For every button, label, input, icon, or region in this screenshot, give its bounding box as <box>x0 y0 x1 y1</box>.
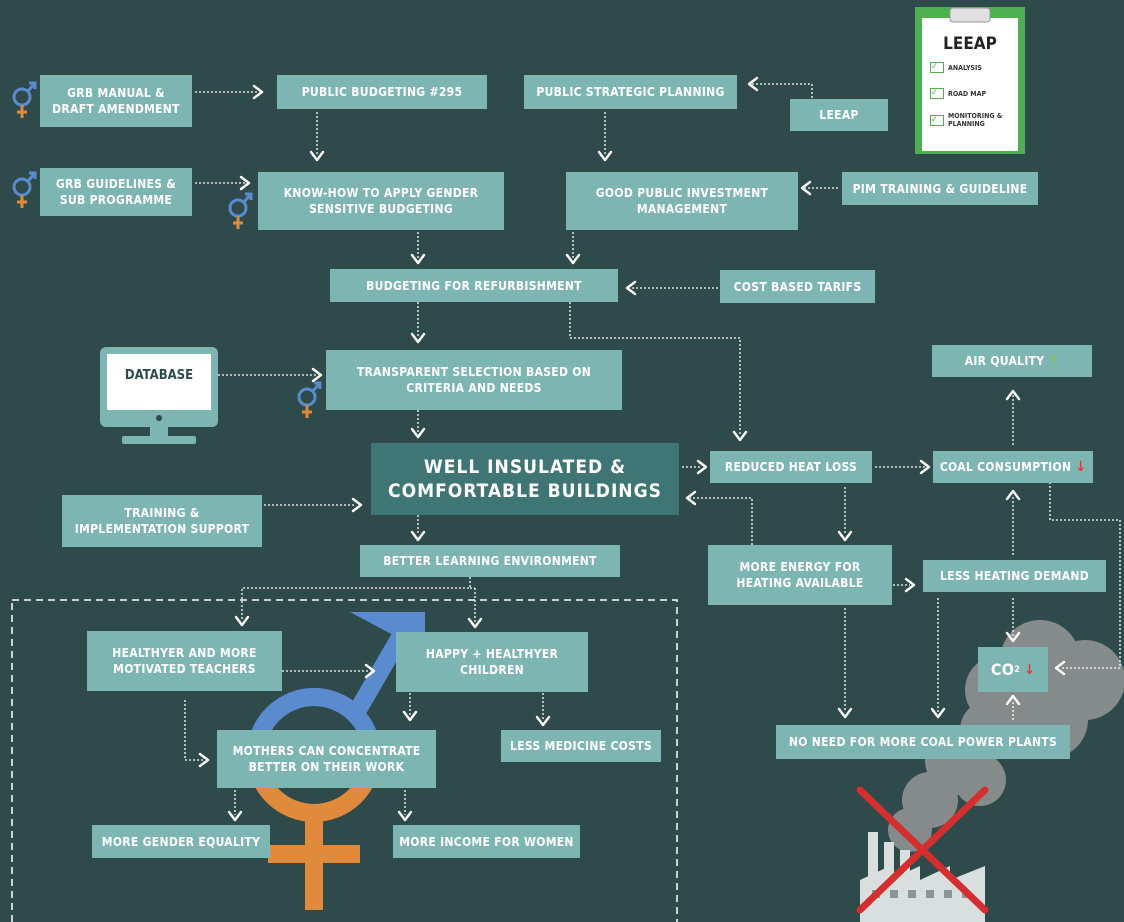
checkbox-icon: ✓ <box>930 62 944 73</box>
pim-training-box: PIM TRAINING & GUIDELINE <box>842 172 1038 205</box>
outcome-region-frame <box>11 599 678 922</box>
public-budgeting-box: PUBLIC BUDGETING #295 <box>277 75 487 109</box>
grb-manual-box: GRB MANUAL & DRAFT AMENDMENT <box>40 75 192 127</box>
know-how-box: KNOW-HOW TO APPLY GENDER SENSITIVE BUDGE… <box>258 172 504 230</box>
well-insulated-box: WELL INSULATED & COMFORTABLE BUILDINGS <box>371 443 679 515</box>
air-quality-box: AIR QUALITY ↑ <box>932 345 1092 377</box>
training-impl-box: TRAINING & IMPLEMENTATION SUPPORT <box>62 495 262 547</box>
air-quality-label: AIR QUALITY <box>964 354 1045 368</box>
co2-label: CO <box>990 659 1015 679</box>
database-label: DATABASE <box>124 368 194 383</box>
checkbox-icon: ✓ <box>930 114 944 126</box>
transparent-selection-box: TRANSPARENT SELECTION BASED ON CRITERIA … <box>326 350 622 410</box>
clipboard-title: LEEAP <box>943 34 997 54</box>
leeap-box: LEEAP <box>790 99 888 131</box>
income-women-box: MORE INCOME FOR WOMEN <box>393 825 580 858</box>
gender-icon <box>12 81 37 118</box>
gender-icon <box>297 381 322 418</box>
less-heating-box: LESS HEATING DEMAND <box>923 560 1106 592</box>
no-need-coal-box: NO NEED FOR MORE COAL POWER PLANTS <box>776 725 1070 759</box>
grb-guidelines-box: GRB GUIDELINES & SUB PROGRAMME <box>40 168 192 216</box>
connectors <box>184 83 1121 815</box>
happy-children-box: HAPPY + HEALTHYER CHILDREN <box>396 632 588 692</box>
better-learning-box: BETTER LEARNING ENVIRONMENT <box>360 545 620 577</box>
healthier-teachers-box: HEALTHYER AND MORE MOTIVATED TEACHERS <box>87 631 282 691</box>
coal-consumption-box: COAL CONSUMPTION ↓ <box>933 451 1093 483</box>
co2-box: CO 2 ↓ <box>978 647 1048 692</box>
less-medicine-box: LESS MEDICINE COSTS <box>501 730 661 762</box>
gender-icon <box>12 171 37 208</box>
up-arrow-icon: ↑ <box>1048 353 1060 369</box>
down-arrow-icon: ↓ <box>1024 661 1036 678</box>
arrow-heads <box>198 76 1066 822</box>
gender-icon <box>228 192 253 229</box>
good-pim-box: GOOD PUBLIC INVESTMENT MANAGEMENT <box>566 172 798 230</box>
reduced-heat-loss-box: REDUCED HEAT LOSS <box>710 451 872 483</box>
budgeting-refurb-box: BUDGETING FOR REFURBISHMENT <box>330 269 618 302</box>
coal-consumption-label: COAL CONSUMPTION <box>939 460 1072 474</box>
down-arrow-icon: ↓ <box>1075 459 1087 475</box>
more-energy-box: MORE ENERGY FOR HEATING AVAILABLE <box>708 545 892 605</box>
clipboard-item: ✓ ROAD MAP <box>930 88 987 99</box>
gender-equality-box: MORE GENDER EQUALITY <box>92 825 270 858</box>
monitor-icon <box>100 347 218 444</box>
clipboard-item: ✓ MONITORING & PLANNING <box>930 112 1003 128</box>
smoke-cloud-icon <box>888 620 1124 852</box>
cross-icon <box>856 786 989 914</box>
clipboard-item: ✓ ANALYSIS <box>930 62 982 73</box>
checkbox-icon: ✓ <box>930 88 944 99</box>
mothers-box: MOTHERS CAN CONCENTRATE BETTER ON THEIR … <box>217 730 436 788</box>
co2-subscript: 2 <box>1014 664 1021 675</box>
public-strategic-planning-box: PUBLIC STRATEGIC PLANNING <box>524 75 737 109</box>
cost-based-tarifs-box: COST BASED TARIFS <box>720 270 875 303</box>
clipboard-icon <box>915 7 1025 154</box>
